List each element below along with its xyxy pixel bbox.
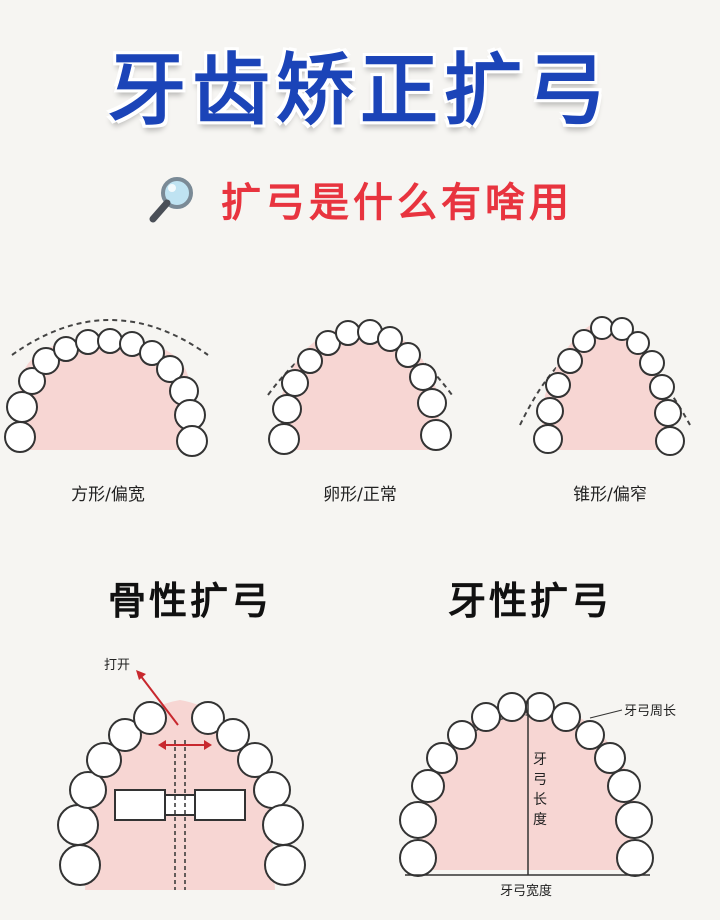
dental-expansion-illustration — [399, 692, 654, 877]
subtitle: 扩弓是什么有啥用 — [221, 180, 573, 226]
dental-expansion-title: 牙性扩弓 — [447, 579, 612, 623]
oval-arch — [267, 319, 453, 455]
arch-shapes-illustration — [4, 316, 691, 457]
page-title: 牙齿矫正扩弓 — [107, 46, 612, 136]
skeletal-expansion-title: 骨性扩弓 — [107, 579, 272, 623]
tapered-arch-label: 锥形/偏窄 — [573, 485, 647, 505]
arch-width-label: 牙弓宽度 — [500, 884, 553, 899]
square-arch — [4, 319, 209, 457]
skeletal-expansion-illustration — [57, 670, 306, 890]
tapered-arch — [519, 316, 691, 456]
open-label: 打开 — [104, 658, 131, 673]
arch-length-label: 牙弓长度 — [533, 752, 547, 828]
square-arch-label: 方形/偏宽 — [71, 485, 145, 505]
subtitle-row: 扩弓是什么有啥用 — [0, 170, 720, 228]
oval-arch-label: 卵形/正常 — [323, 485, 397, 505]
magnifier-icon — [149, 177, 193, 223]
arch-perimeter-label: 牙弓周长 — [624, 704, 677, 719]
